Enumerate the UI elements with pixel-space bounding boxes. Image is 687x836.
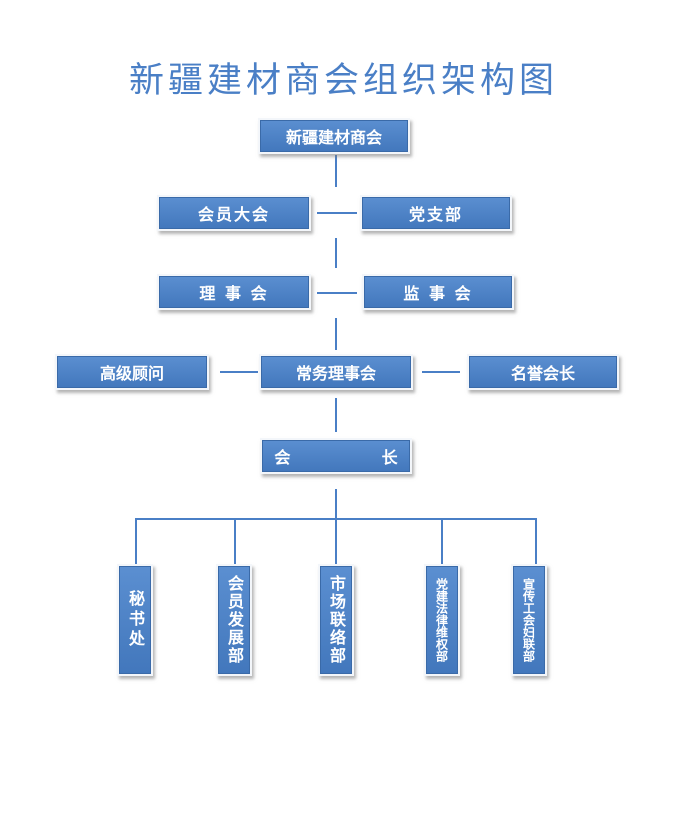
connector-standing-honorary (422, 371, 460, 373)
node-root-label: 新疆建材商会 (285, 128, 382, 147)
node-supervisory-label: 监 事 会 (403, 284, 473, 303)
connector-president-down (335, 489, 337, 519)
connector-dept-3 (335, 518, 337, 564)
connector-dept-4 (441, 518, 443, 564)
connector-dept-1 (135, 518, 137, 564)
node-council-label: 理 事 会 (199, 284, 269, 303)
node-member-dev-label: 会员发展部 (225, 575, 244, 665)
node-members-assembly: 会员大会 (157, 195, 311, 231)
connector-dept-5 (535, 518, 537, 564)
node-senior-advisor-label: 高级顾问 (99, 364, 164, 383)
node-president-label: 会 长 (274, 448, 398, 467)
node-party-legal: 党建法律维权部 (424, 564, 460, 676)
node-party-legal-label: 党建法律维权部 (434, 578, 449, 662)
node-members-assembly-label: 会员大会 (197, 205, 270, 224)
node-party-branch-label: 党支部 (408, 205, 463, 224)
node-member-dev: 会员发展部 (216, 564, 252, 676)
connector-standing-down (335, 398, 337, 432)
node-president: 会 长 (260, 438, 412, 474)
connector-dept-2 (234, 518, 236, 564)
node-senior-advisor: 高级顾问 (55, 354, 209, 390)
connector-root-down (335, 155, 337, 187)
node-market-liaison-label: 市场联络部 (327, 575, 346, 665)
node-standing-council-label: 常务理事会 (295, 364, 376, 383)
page-title: 新疆建材商会组织架构图 (128, 61, 558, 101)
connector-advisor-standing (220, 371, 258, 373)
node-standing-council: 常务理事会 (259, 354, 413, 390)
connector-council-down (335, 318, 337, 350)
connector-assembly-down (335, 238, 337, 268)
node-publicity-union-label: 宣传工会妇联部 (521, 578, 536, 662)
node-supervisory: 监 事 会 (362, 274, 514, 310)
node-root: 新疆建材商会 (258, 118, 410, 154)
connector-council-supervisory (317, 292, 357, 294)
node-secretariat: 秘书处 (117, 564, 153, 676)
node-publicity-union: 宣传工会妇联部 (511, 564, 547, 676)
node-honorary-president: 名誉会长 (467, 354, 619, 390)
connector-assembly-branch (317, 212, 357, 214)
node-party-branch: 党支部 (360, 195, 512, 231)
node-council: 理 事 会 (157, 274, 311, 310)
node-market-liaison: 市场联络部 (318, 564, 354, 676)
node-secretariat-label: 秘书处 (126, 590, 145, 650)
node-honorary-president-label: 名誉会长 (510, 364, 575, 383)
